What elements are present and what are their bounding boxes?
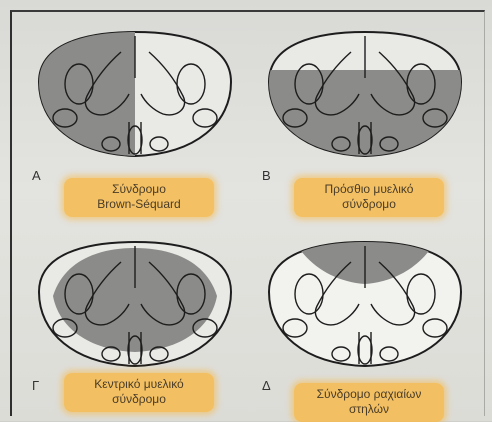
caption-b-line-1: Πρόσθιο μυελικό bbox=[294, 182, 444, 197]
caption-d-line-1: Σύνδρομο ραχιαίων bbox=[294, 387, 444, 402]
panel-anterior-cord bbox=[255, 22, 475, 162]
cord-section-b bbox=[255, 22, 475, 162]
panel-letter-d: Δ bbox=[262, 378, 271, 393]
caption-c: Κεντρικό μυελικό σύνδρομο bbox=[64, 373, 214, 412]
panel-letter-b: Β bbox=[262, 168, 271, 183]
cord-section-a bbox=[25, 22, 245, 162]
caption-d: Σύνδρομο ραχιαίων στηλών bbox=[294, 383, 444, 422]
caption-b-line-2: σύνδρομο bbox=[294, 197, 444, 212]
caption-d-line-2: στηλών bbox=[294, 402, 444, 417]
caption-b: Πρόσθιο μυελικό σύνδρομο bbox=[294, 178, 444, 217]
caption-c-line-1: Κεντρικό μυελικό bbox=[64, 377, 214, 392]
caption-a-line-1: Σύνδρομο bbox=[64, 182, 214, 197]
panel-brown-sequard bbox=[25, 22, 245, 162]
lesion-anterior-two-thirds bbox=[255, 70, 475, 162]
panel-posterior-columns bbox=[255, 232, 475, 372]
panel-central-cord bbox=[25, 232, 245, 372]
caption-a-line-2: Brown-Séquard bbox=[64, 197, 214, 212]
cord-section-d bbox=[255, 232, 475, 372]
caption-c-line-2: σύνδρομο bbox=[64, 392, 214, 407]
caption-a: Σύνδρομο Brown-Séquard bbox=[64, 178, 214, 217]
panel-letter-a: A bbox=[32, 168, 41, 183]
cord-section-c bbox=[25, 232, 245, 372]
panel-letter-c: Γ bbox=[32, 378, 39, 393]
